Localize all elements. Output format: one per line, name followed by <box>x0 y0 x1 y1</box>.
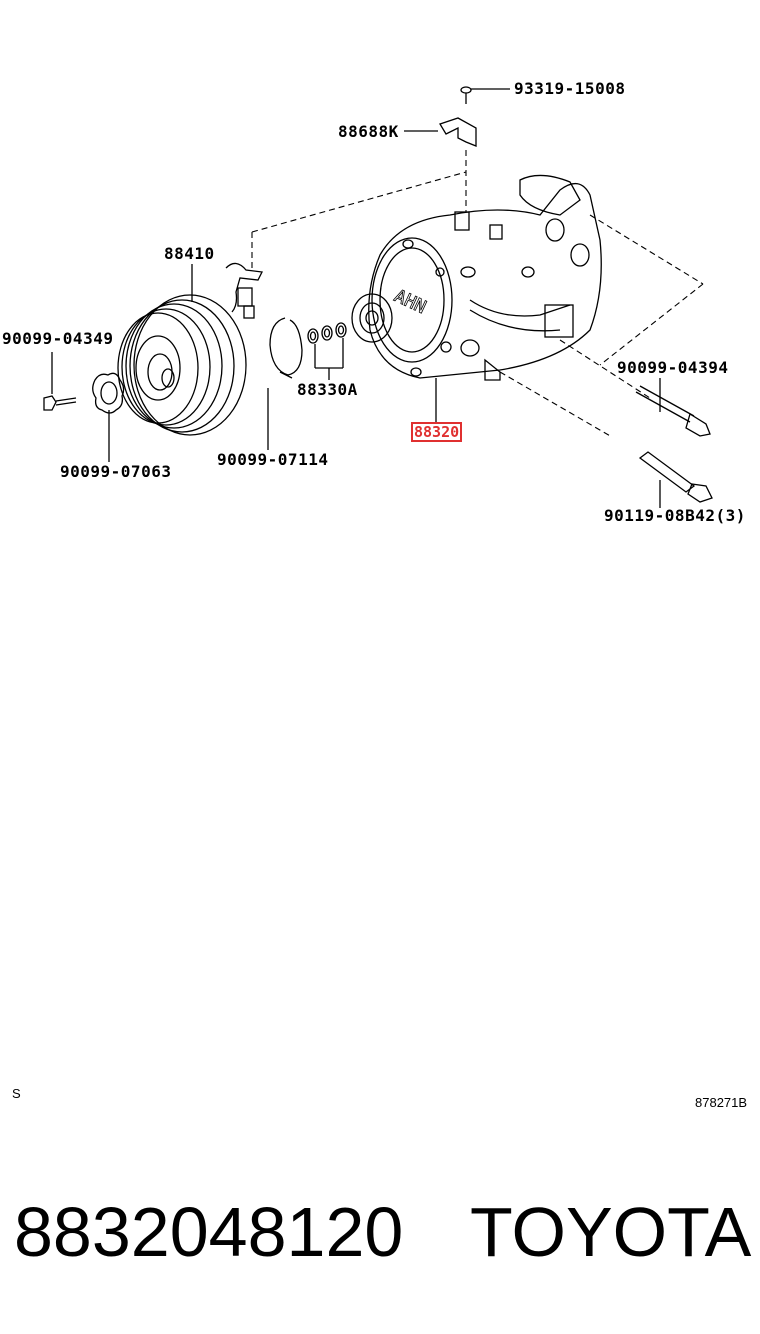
label-88688k[interactable]: 88688K <box>338 122 399 141</box>
label-90099-04394[interactable]: 90099-04394 <box>617 358 729 377</box>
gasket-90099-07063-icon <box>92 372 125 462</box>
label-88330a[interactable]: 88330A <box>297 380 358 399</box>
bolt-90099-04349-icon <box>43 352 77 411</box>
label-90119-08b42[interactable]: 90119-08B42(3) <box>604 506 746 525</box>
snap-ring-icon <box>269 317 303 379</box>
wire-connector-icon <box>225 262 263 319</box>
bolt-90099-04394-icon <box>635 378 711 437</box>
label-90099-07114[interactable]: 90099-07114 <box>217 450 329 469</box>
label-93319-15008[interactable]: 93319-15008 <box>514 79 626 98</box>
part-number: 8832048120 <box>14 1193 404 1271</box>
leader-88330a <box>314 338 344 380</box>
label-90099-04349[interactable]: 90099-04349 <box>2 329 114 348</box>
clutch-pulley-88410-icon <box>117 294 247 436</box>
assembly-dashed-lines <box>251 150 704 438</box>
corner-code-left: S <box>12 1086 21 1101</box>
label-88320-highlighted[interactable]: 88320 <box>411 422 463 442</box>
shims-88330a-icon <box>307 322 347 344</box>
bolt-93319-icon <box>460 86 510 104</box>
label-88410[interactable]: 88410 <box>164 244 215 263</box>
corner-code-right: 878271B <box>695 1095 748 1110</box>
bracket-88688k-icon <box>404 117 477 147</box>
brand-name: TOYOTA <box>470 1193 752 1271</box>
label-90099-07063[interactable]: 90099-07063 <box>60 462 172 481</box>
bolt-90119-08b42-icon <box>638 451 713 508</box>
compressor-88320-icon: AHN <box>351 174 602 381</box>
svg-text:AHN: AHN <box>391 285 429 318</box>
